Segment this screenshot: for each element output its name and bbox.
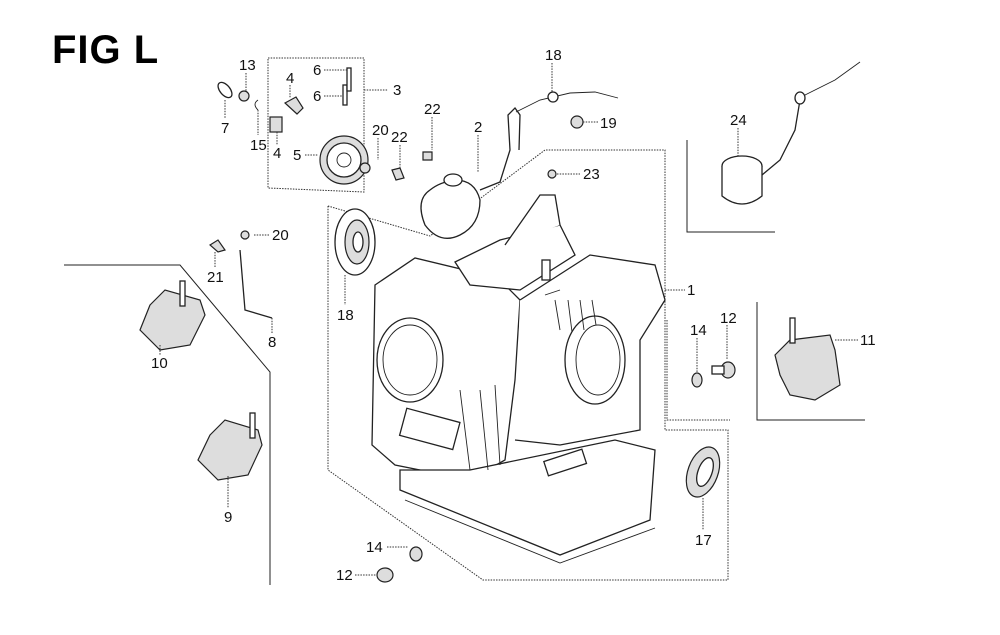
callout-4-lower: 4 xyxy=(273,145,281,162)
callout-2: 2 xyxy=(474,119,482,136)
drain-bolt-12-bottom[interactable] xyxy=(376,546,423,583)
callout-18-top: 18 xyxy=(545,47,562,64)
oil-pump-group-box xyxy=(267,57,365,193)
callout-11: 11 xyxy=(860,332,876,349)
crankcase-group-outline xyxy=(327,149,729,581)
bearing-18[interactable] xyxy=(334,208,376,276)
callout-21: 21 xyxy=(207,269,224,286)
group-boundaries xyxy=(64,57,865,585)
callout-22-lower: 22 xyxy=(391,129,408,146)
callout-13: 13 xyxy=(239,57,256,74)
callout-17: 17 xyxy=(695,532,712,549)
callout-5: 5 xyxy=(293,147,301,164)
ignition-coil-group-box xyxy=(686,140,775,233)
callout-1: 1 xyxy=(687,282,695,299)
callout-20-left: 20 xyxy=(272,227,289,244)
oil-seal-17[interactable] xyxy=(680,442,726,501)
callout-15: 15 xyxy=(250,137,267,154)
left-mount-group-line xyxy=(64,264,271,585)
figure-title: FIG L xyxy=(52,28,160,72)
callout-19: 19 xyxy=(600,115,617,132)
leader-lines xyxy=(159,63,858,576)
rubber-mount-10[interactable] xyxy=(139,280,206,351)
callout-10: 10 xyxy=(151,355,168,372)
callout-4-upper: 4 xyxy=(286,70,294,87)
oil-pump-assembly[interactable] xyxy=(215,67,371,185)
callout-22-upper: 22 xyxy=(424,101,441,118)
clip-21[interactable] xyxy=(208,239,226,253)
callout-labels: 1 2 3 4 4 5 6 6 7 8 9 10 11 12 12 13 14 … xyxy=(151,47,876,584)
cylinder-block[interactable] xyxy=(371,194,666,564)
callout-14-bottom: 14 xyxy=(366,539,383,556)
drain-bolt-12-right[interactable] xyxy=(691,361,736,388)
ignition-coil[interactable] xyxy=(721,61,861,205)
callout-12-bottom: 12 xyxy=(336,567,353,584)
callout-23: 23 xyxy=(583,166,600,183)
callout-9: 9 xyxy=(224,509,232,526)
callout-20-upper: 20 xyxy=(372,122,389,139)
callout-18-bearing: 18 xyxy=(337,307,354,324)
callout-8: 8 xyxy=(268,334,276,351)
callout-24: 24 xyxy=(730,112,747,129)
oil-level-switch[interactable] xyxy=(391,91,619,239)
callout-7: 7 xyxy=(221,120,229,137)
callout-12-right: 12 xyxy=(720,310,737,327)
rubber-mount-11[interactable] xyxy=(774,317,841,401)
rubber-mount-9[interactable] xyxy=(197,412,263,481)
callout-6-lower: 6 xyxy=(313,88,321,105)
right-mount-group-box xyxy=(756,302,865,421)
callout-14-right: 14 xyxy=(690,322,707,339)
breather-tube-8[interactable] xyxy=(239,249,273,319)
callout-6-upper: 6 xyxy=(313,62,321,79)
washer-20-left[interactable] xyxy=(240,230,250,240)
callout-3: 3 xyxy=(393,82,401,99)
